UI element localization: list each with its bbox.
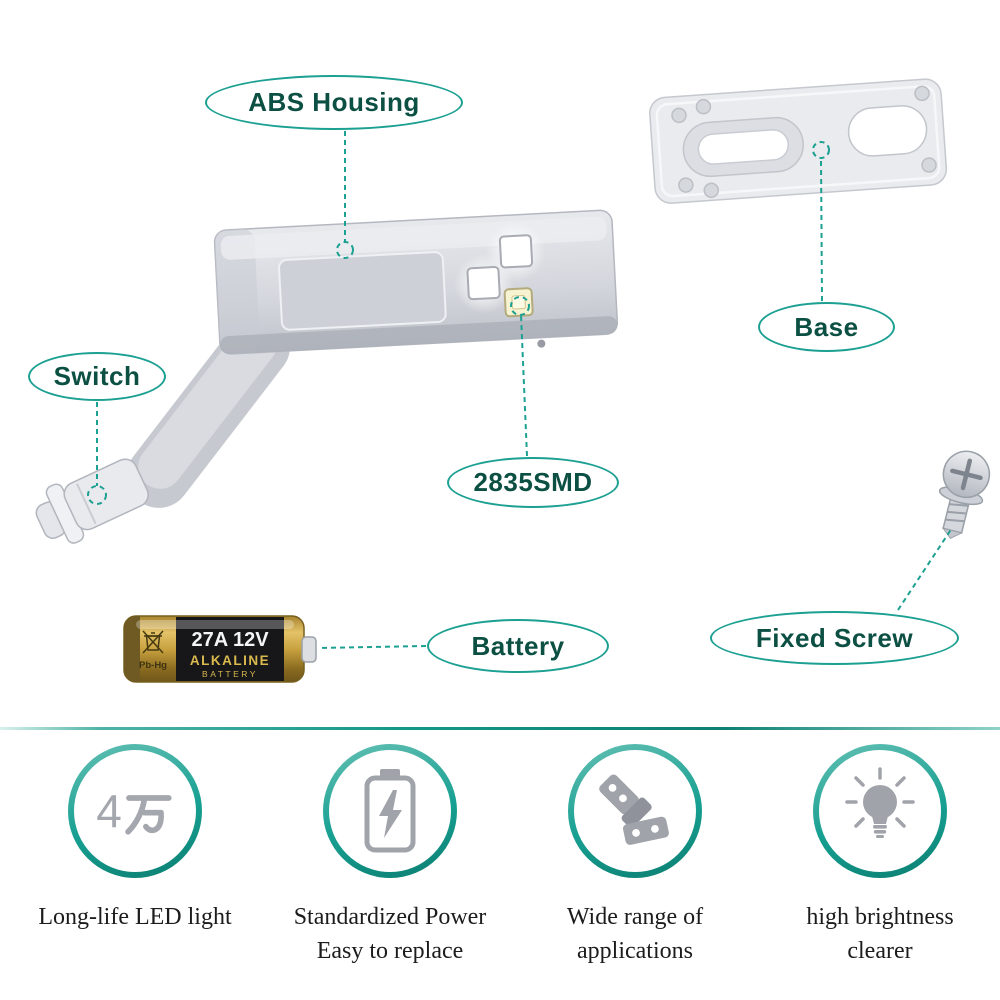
callout-fixed-screw: Fixed Screw xyxy=(710,611,959,665)
battery-model-text: 27A 12V xyxy=(191,629,269,651)
feature-text: applications xyxy=(577,938,693,964)
abs-housing-panel xyxy=(278,251,447,331)
fixed-screw-image xyxy=(938,450,991,540)
led-chip xyxy=(498,234,534,269)
feature-circle: 4 xyxy=(68,744,202,878)
target-switch xyxy=(87,485,107,505)
target-abs-housing xyxy=(336,241,354,259)
wan-ideograph-icon xyxy=(125,795,172,835)
target-base xyxy=(812,141,830,159)
bulb-icon xyxy=(845,767,915,838)
hinge-led-light-image xyxy=(35,209,619,544)
callout-base: Base xyxy=(758,302,895,352)
led-count-icon: 4 xyxy=(96,785,174,837)
callout-switch: Switch xyxy=(28,352,166,401)
callout-abs-housing-label: ABS Housing xyxy=(248,87,420,117)
feature-text: high brightness xyxy=(806,904,954,930)
feature-text: Easy to replace xyxy=(316,938,464,964)
feature-text: Standardized Power xyxy=(293,904,487,930)
led-chip xyxy=(466,266,501,301)
feature-text: clearer xyxy=(847,938,913,964)
callout-battery-label: Battery xyxy=(471,630,565,661)
section-divider xyxy=(0,727,1000,730)
callout-abs-housing: ABS Housing xyxy=(205,75,463,130)
hinge-icon xyxy=(599,774,669,845)
callout-2835smd: 2835SMD xyxy=(447,457,619,508)
battery-marking-text: Pb-Hg xyxy=(139,660,167,671)
leader-battery xyxy=(317,645,427,649)
callout-battery: Battery xyxy=(427,619,609,673)
leader-base xyxy=(820,158,823,302)
callout-2835smd-label: 2835SMD xyxy=(473,467,593,497)
feature-wide-applications: Wide range of applications xyxy=(505,744,765,965)
recycle-bin-icon xyxy=(142,630,164,654)
feature-text: Wide range of xyxy=(566,904,704,930)
target-smd xyxy=(510,296,530,316)
led-count-number: 4 xyxy=(96,785,122,837)
battery-sub-text: BATTERY xyxy=(202,669,258,679)
callout-switch-label: Switch xyxy=(53,361,141,391)
battery-image: Pb-Hg 27A 12V ALKALINE BATTERY xyxy=(123,615,317,683)
callout-base-label: Base xyxy=(794,311,859,342)
feature-text: Long-life LED light xyxy=(38,904,232,930)
feature-circle xyxy=(568,744,702,878)
leader-smd xyxy=(520,314,528,457)
base-plate-image xyxy=(649,78,948,204)
battery-power-icon xyxy=(364,769,416,853)
feature-long-life-led: 4 Long-life LED light xyxy=(5,744,265,938)
callout-fixed-screw-label: Fixed Screw xyxy=(755,622,914,653)
feature-circle xyxy=(323,744,457,878)
feature-standardized-power: Standardized Power Easy to replace xyxy=(260,744,520,965)
leader-fixed-screw xyxy=(897,527,953,611)
feature-circle xyxy=(813,744,947,878)
battery-brand-text: ALKALINE xyxy=(190,653,270,668)
feature-high-brightness: high brightness clearer xyxy=(750,744,1000,965)
switch-plunger xyxy=(35,458,149,544)
